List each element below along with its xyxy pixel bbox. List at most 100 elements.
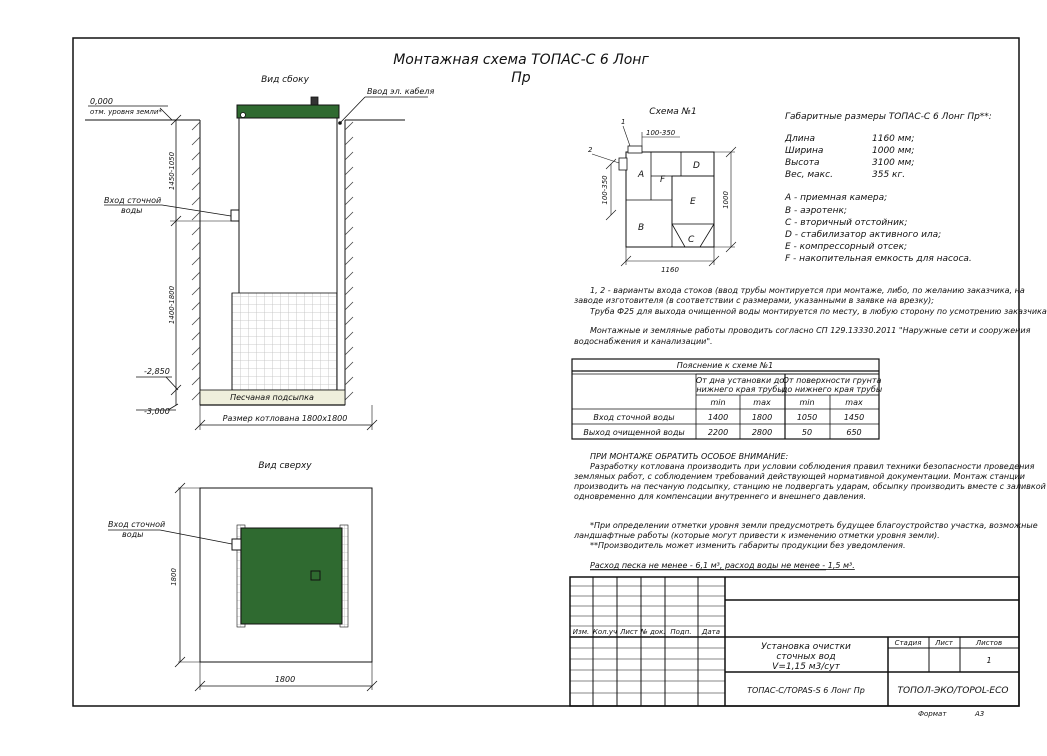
scheme-pipe-2 <box>618 157 628 171</box>
stamp-col: Подп. <box>670 628 691 636</box>
table-row-label: Вход сточной воды <box>593 413 674 422</box>
inlet-label-line1: Вход сточной <box>104 196 161 205</box>
ground-mark-label: отм. уровня земли* <box>90 108 162 116</box>
drawing-title-suffix: Пр <box>511 70 531 86</box>
table-cell: 1050 <box>797 413 817 422</box>
sand-water-consumption: Расход песка не менее - 6,1 м³, расход в… <box>590 561 855 570</box>
table-cell: 1450 <box>844 413 864 422</box>
top-dim-height: 1800 <box>170 568 178 586</box>
format-label: Формат <box>918 710 947 718</box>
dim-row-value: 1000 мм; <box>872 146 914 156</box>
chamber-a: A <box>637 170 644 180</box>
scheme-outline <box>625 151 715 248</box>
ground-mark-value: 0,000 <box>90 97 113 106</box>
table-cell: 2800 <box>752 428 772 437</box>
backfill-grid <box>231 292 338 391</box>
table-col-a-line2: нижнего края трубы <box>696 385 783 394</box>
stamp-col: Изм. <box>573 628 589 636</box>
stamp-col: Дата <box>701 628 720 636</box>
scheme-dim-width: 1160 <box>661 266 679 274</box>
sheet-frame <box>72 37 1020 707</box>
stamp-designation: ТОПАС-С/TOPAS-S 6 Лонг Пр <box>747 686 865 695</box>
dim-row-value: 3100 мм; <box>872 158 914 168</box>
legend-item: B - аэротенк; <box>785 206 847 216</box>
dimensions-heading: Габаритные размеры ТОПАС-С 6 Лонг Пр**: <box>785 112 992 122</box>
legend-item: F - накопительная емкость для насоса. <box>785 254 972 264</box>
top-view: Вид сверху Вход сточной воды 1800 1800 <box>108 461 378 692</box>
table-min-b: min <box>799 398 814 407</box>
side-view-heading: Вид сбоку <box>261 75 310 85</box>
chamber-e: E <box>690 197 696 207</box>
table-min-a: min <box>710 398 725 407</box>
chamber-f: F <box>660 175 666 185</box>
scheme-dim-side: 100-350 <box>601 175 609 205</box>
table-col-a-line1: От дна установки до <box>696 376 784 385</box>
table-col-b-line1: От поверхности грунта <box>783 376 882 385</box>
explanation-table: Пояснение к схеме №1 От дна установки до… <box>571 358 882 440</box>
dim-mid-range: 1400-1800 <box>168 285 176 324</box>
table-cell: 650 <box>846 428 861 437</box>
stamp-col: Лист <box>619 628 639 636</box>
stamp-name-line2: сточных вод <box>776 652 835 662</box>
stamp-col: Кол.уч <box>593 628 617 636</box>
legend-item: E - компрессорный отсек; <box>785 242 907 252</box>
stamp-company: ТОПОЛ-ЭКО/TOPOL-ECO <box>898 686 1009 696</box>
table-max-b: max <box>845 398 863 407</box>
dim-row-label: Вес, макс. <box>785 170 833 180</box>
legend: A - приемная камера; B - аэротенк; C - в… <box>784 193 972 264</box>
table-cell: 1400 <box>708 413 728 422</box>
table-row-label: Выход очищенной воды <box>583 428 684 437</box>
scheme-dim-pipe: 100-350 <box>646 129 676 137</box>
inlet-label-line2: воды <box>121 206 142 215</box>
scheme-num-2: 2 <box>588 146 593 154</box>
attention-block: ПРИ МОНТАЖЕ ОБРАТИТЬ ОСОБОЕ ВНИМАНИЕ: Ра… <box>574 452 1046 501</box>
cable-inlet-label: Ввод эл. кабеля <box>367 87 434 96</box>
inlet-pipe-side <box>230 209 240 222</box>
footnote-line: *При определении отметки уровня земли пр… <box>590 521 1038 530</box>
legend-item: C - вторичный отстойник; <box>785 218 907 228</box>
scheme-heading: Схема №1 <box>649 107 696 117</box>
footnote-line: ландшафтные работы (которые могут привес… <box>573 531 940 540</box>
dim-top-range: 1450-1050 <box>168 151 176 190</box>
stamp-stage-label: Стадия <box>895 639 922 647</box>
dim-row-label: Высота <box>785 158 820 168</box>
stamp-sheets-label: Листов <box>975 639 1002 647</box>
tank-top <box>240 527 343 625</box>
tank-lid-side <box>236 104 340 119</box>
legend-item: A - приемная камера; <box>784 193 887 203</box>
format-value: А3 <box>974 710 984 718</box>
inlet-pipe-top <box>231 538 242 551</box>
scheme-pipe-1 <box>627 145 643 154</box>
attention-line: производить на песчаную подсыпку, станци… <box>574 482 1046 491</box>
table-max-a: max <box>753 398 771 407</box>
stamp-sheet-label: Лист <box>934 639 954 647</box>
dim-row-label: Длина <box>784 134 815 144</box>
table-cell: 50 <box>802 428 812 437</box>
stamp-col: № док. <box>639 628 665 636</box>
scheme-dim-height: 1000 <box>722 191 730 209</box>
attention-heading: ПРИ МОНТАЖЕ ОБРАТИТЬ ОСОБОЕ ВНИМАНИЕ: <box>590 452 789 461</box>
mark-3000: -3,000 <box>144 407 170 416</box>
chamber-c: C <box>688 235 695 245</box>
note-line: водоснабжения и канализации". <box>574 337 713 346</box>
top-inlet-label-line1: Вход сточной <box>108 520 165 529</box>
attention-line: земляных работ, с соблюдением требований… <box>574 472 1025 481</box>
sand-bedding-label: Песчаная подсыпка <box>230 393 314 402</box>
mark-2850: -2,850 <box>144 367 170 376</box>
chamber-d: D <box>693 161 700 171</box>
top-dim-width: 1800 <box>275 675 295 684</box>
notes: 1, 2 - варианты входа стоков (ввод трубы… <box>574 286 1047 346</box>
note-line: Труба Ф25 для выхода очищенной воды монт… <box>590 307 1047 316</box>
title-block: Изм. Кол.уч Лист № док. Подп. Дата Устан… <box>569 576 1020 707</box>
scheme-num-1: 1 <box>621 118 625 126</box>
top-inlet-label-line2: воды <box>122 530 143 539</box>
service-hatch-top <box>310 570 321 581</box>
pit-size-label: Размер котлована 1800х1800 <box>223 414 348 423</box>
note-line: Монтажные и земляные работы проводить со… <box>590 326 1031 335</box>
top-view-heading: Вид сверху <box>258 461 312 471</box>
footnotes: *При определении отметки уровня земли пр… <box>573 521 1038 571</box>
drawing-title: Монтажная схема ТОПАС-С 6 Лонг <box>393 52 649 68</box>
stamp-name-line3: V=1,15 м3/сут <box>772 662 840 672</box>
chamber-b: B <box>638 223 644 233</box>
